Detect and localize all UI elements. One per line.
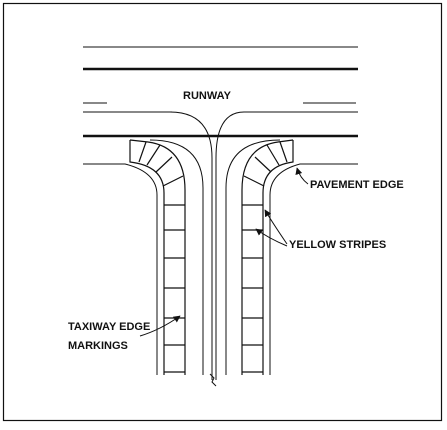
right-edge-marking-band: [241, 139, 294, 375]
taxiway-centerline-right-curve: [215, 111, 245, 380]
left-taxiway-edge-line: [149, 139, 204, 375]
yellow-stripes-leader-upper: [264, 209, 288, 245]
yellow-stripes-label: YELLOW STRIPES: [289, 239, 386, 251]
taxiway-break-mark: [209, 373, 217, 387]
runway-label: RUNWAY: [183, 90, 232, 102]
figure-border: [2, 2, 443, 422]
taxiway-edge-label-line2: MARKINGS: [68, 340, 128, 352]
right-outer-pavement-edge: [269, 163, 358, 375]
left-outer-pavement-edge: [83, 163, 158, 375]
pavement-edge-leader: [295, 167, 309, 185]
pavement-edge-label: PAVEMENT EDGE: [310, 179, 404, 191]
right-taxiway-edge-line: [225, 139, 281, 375]
yellow-stripes-leader-lower: [255, 228, 288, 247]
taxiway-edge-label-line1: TAXIWAY EDGE: [68, 321, 150, 333]
taxiway-centerline-left-curve: [169, 111, 213, 380]
taxiway-edge-leader: [139, 315, 181, 337]
